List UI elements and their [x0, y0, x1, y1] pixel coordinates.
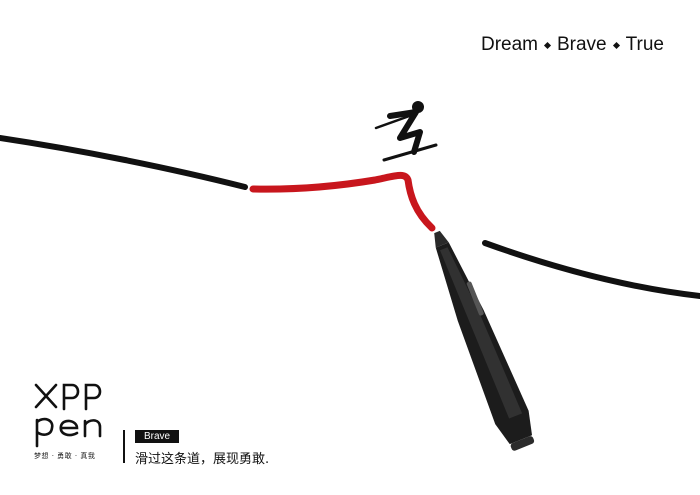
- tagline-word-dream: Dream: [480, 34, 538, 55]
- left-black-line: [0, 135, 248, 190]
- tagline: Dream Brave True: [481, 34, 664, 56]
- ski-jumper-icon: [374, 101, 438, 162]
- brand-slogan: 梦想 · 勇敢 · 真我: [34, 452, 96, 460]
- brave-badge: Brave: [135, 430, 180, 443]
- xppen-logo: [34, 383, 102, 448]
- stylus-pen: [434, 230, 535, 451]
- red-drawn-stroke: [249, 171, 436, 232]
- caption: 滑过这条道，展现勇敢.: [135, 452, 270, 467]
- separator-dot: [543, 41, 552, 49]
- right-black-line: [482, 240, 700, 299]
- separator-dot: [612, 41, 620, 49]
- tagline-word-true: True: [625, 34, 664, 55]
- divider: [123, 430, 125, 463]
- tagline-word-brave: Brave: [556, 34, 607, 55]
